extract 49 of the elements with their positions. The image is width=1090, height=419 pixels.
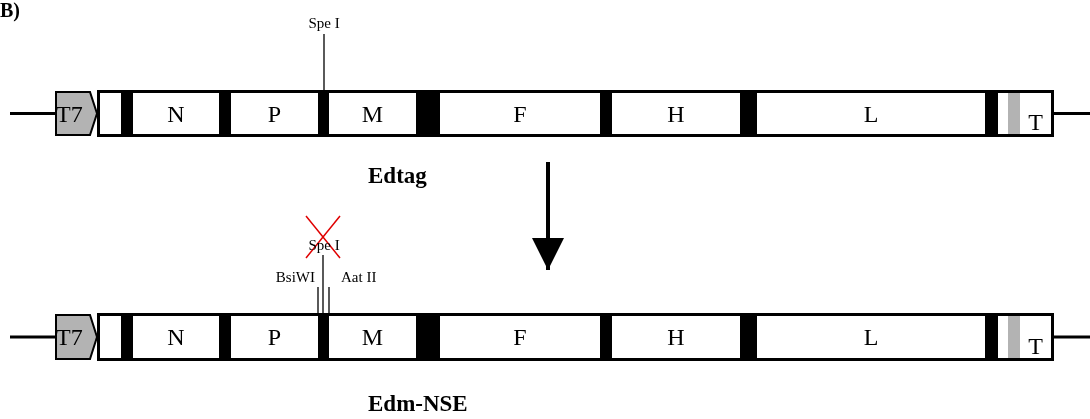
gene-box	[329, 316, 416, 358]
gene-box	[612, 316, 740, 358]
gene-label: F	[513, 101, 527, 126]
gene-label: H	[667, 325, 685, 349]
gene-label: L	[863, 101, 879, 126]
backbone-line	[1054, 112, 1090, 115]
promoter-arrow	[55, 91, 98, 136]
promoter-label: T7	[55, 325, 83, 349]
leader-line	[328, 286, 330, 314]
construct-name: Edtag	[368, 164, 427, 187]
gene-box	[231, 93, 318, 134]
gene-box	[612, 93, 740, 134]
gene-label: P	[267, 325, 282, 349]
gene-label: T	[1028, 334, 1043, 358]
leader-line	[317, 286, 319, 314]
gene-box	[1020, 93, 1051, 134]
leader-line	[322, 254, 324, 314]
restriction-site-label: Spe I	[308, 15, 340, 31]
gene-box	[1020, 316, 1051, 358]
gene-label: T	[1028, 110, 1043, 134]
backbone-line	[10, 335, 55, 339]
gene-box	[757, 316, 985, 358]
promoter-label: T7	[55, 101, 83, 126]
backbone-line	[10, 112, 55, 115]
arrow	[532, 162, 564, 270]
gene-label: M	[361, 325, 384, 349]
genome-bar	[97, 313, 1054, 361]
restriction-site-label: BsiWI	[275, 269, 315, 285]
gene-label: N	[167, 101, 185, 126]
gene-label: F	[513, 325, 527, 349]
gene-label: P	[267, 101, 282, 126]
gene-box	[133, 93, 219, 134]
gene-box	[231, 316, 318, 358]
genome-bar	[97, 90, 1054, 137]
gene-label: N	[167, 325, 185, 349]
leader-line	[323, 33, 325, 91]
gene-box	[329, 93, 416, 134]
gene-box	[133, 316, 219, 358]
panel-label: B)	[0, 0, 20, 20]
gene-box	[440, 316, 600, 358]
gene-label: L	[863, 325, 879, 349]
gene-box	[757, 93, 985, 134]
gene-label: M	[361, 101, 384, 126]
gene-box	[440, 93, 600, 134]
restriction-site-label: Aat II	[341, 269, 377, 285]
construct-name: Edm-NSE	[368, 392, 468, 415]
promoter-arrow	[55, 314, 98, 360]
gene-label: H	[667, 101, 685, 126]
backbone-line	[1054, 335, 1090, 339]
